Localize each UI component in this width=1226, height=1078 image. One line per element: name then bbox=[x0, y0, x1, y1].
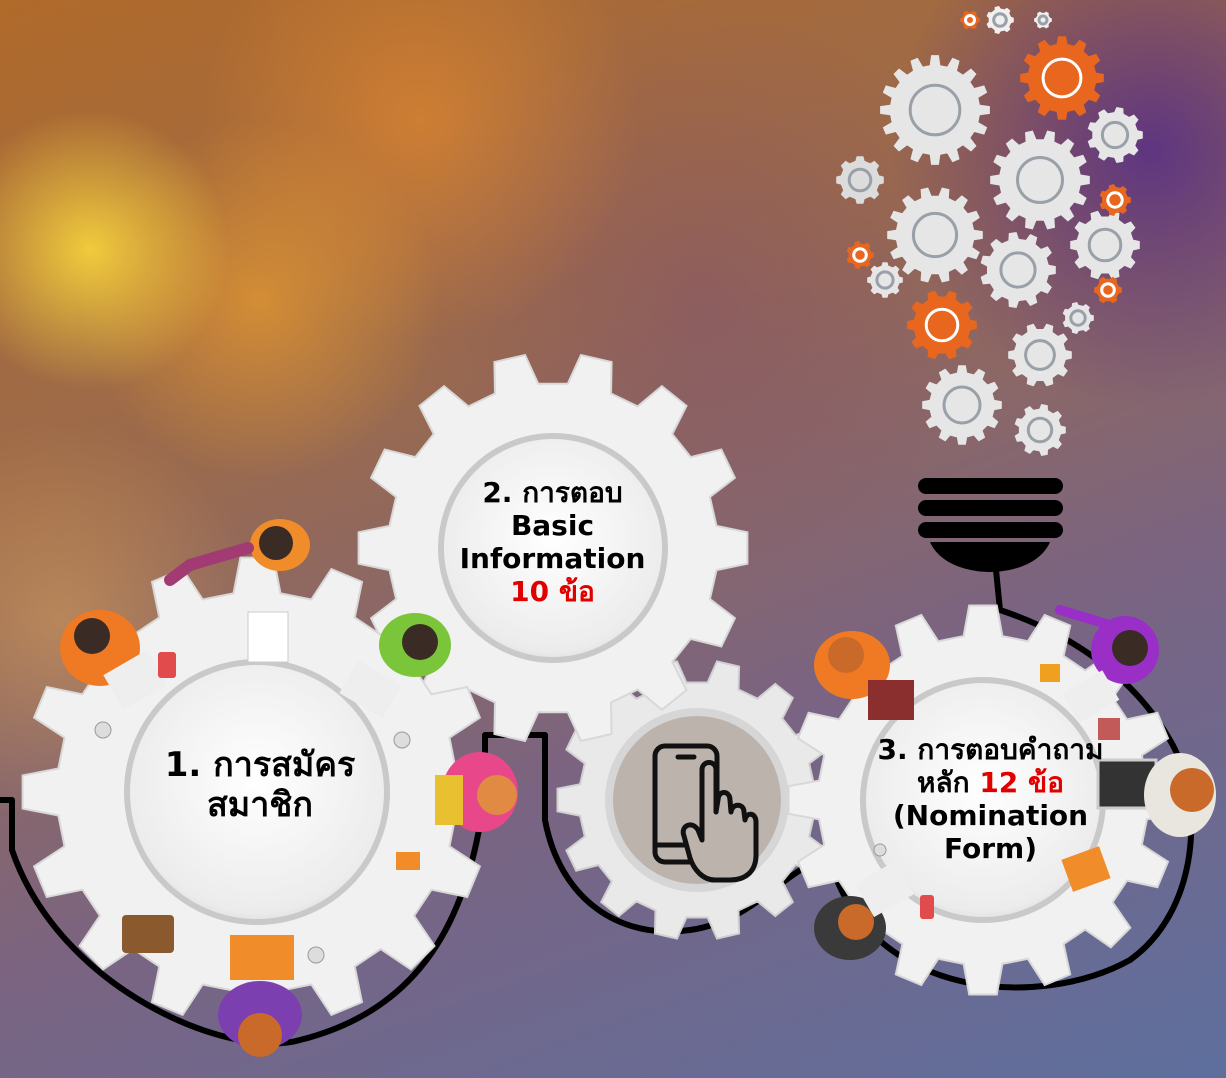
people-around-gear-3 bbox=[814, 605, 1216, 960]
step-2-number: 2. bbox=[482, 476, 513, 509]
bulb-gear bbox=[986, 6, 1014, 34]
bulb-gear-hub bbox=[1106, 191, 1124, 209]
step-2-title-line2: Basic bbox=[510, 509, 595, 543]
bulb-gear bbox=[887, 187, 983, 283]
bulb-gear bbox=[922, 365, 1002, 445]
bulb-gear-hub bbox=[924, 307, 960, 343]
bulb-gear-hub bbox=[1087, 227, 1123, 263]
step-2-label: 2. การตอบ Basic Information 10 ข้อ bbox=[445, 476, 660, 608]
step-1-title-line2: สมาชิก bbox=[207, 785, 313, 826]
bulb-gear-hub bbox=[911, 211, 959, 259]
bulb-gear bbox=[1070, 210, 1140, 280]
smartphone-tap-icon bbox=[652, 743, 759, 883]
lightbulb-gears-icon bbox=[836, 6, 1143, 572]
bulb-gear-hub bbox=[1041, 57, 1083, 99]
bulb-gear bbox=[990, 130, 1090, 230]
gear-2-hub bbox=[438, 433, 668, 663]
bulb-gear-hub bbox=[1069, 309, 1087, 327]
bulb-gear bbox=[907, 290, 977, 360]
bulb-gear bbox=[1099, 184, 1131, 216]
bulb-gear bbox=[1062, 302, 1094, 334]
step-3-label: 3. การตอบคำถาม หลัก 12 ข้อ (Nomination F… bbox=[858, 733, 1123, 865]
bulb-gear-hub bbox=[992, 12, 1008, 28]
bulb-gear bbox=[1020, 36, 1104, 120]
bulb-gear bbox=[867, 262, 903, 298]
bulb-gear bbox=[1094, 276, 1122, 304]
step-2-title-line3: Information bbox=[459, 542, 646, 576]
bulb-gear-hub bbox=[1026, 416, 1054, 444]
bulb-gear bbox=[1014, 404, 1066, 456]
step-2-title-line1: การตอบ bbox=[522, 476, 623, 509]
step-3-highlight: 12 ข้อ bbox=[979, 766, 1064, 800]
bulb-gear bbox=[1034, 11, 1052, 29]
bulb-gear-hub bbox=[964, 14, 976, 26]
bulb-gear-hub bbox=[908, 83, 962, 137]
bulb-gear bbox=[1087, 107, 1143, 163]
step-1-number: 1. bbox=[164, 745, 202, 785]
step-3-title-line1: การตอบคำถาม bbox=[917, 733, 1104, 766]
step-3-title-line4: Form) bbox=[943, 832, 1037, 866]
step-2-highlight: 10 ข้อ bbox=[510, 575, 595, 609]
bulb-gear-hub bbox=[1024, 339, 1056, 371]
step-3-number: 3. bbox=[877, 733, 908, 766]
bulb-gear-hub bbox=[847, 167, 873, 193]
bulb-gear bbox=[880, 55, 990, 165]
bulb-gear-hub bbox=[1100, 282, 1116, 298]
bulb-gear-hub bbox=[875, 270, 895, 290]
bulb-gear-hub bbox=[1037, 14, 1049, 26]
step-1-title-line1: การสมัคร bbox=[213, 745, 356, 785]
bulb-gear-hub bbox=[942, 385, 982, 425]
step-1-label: 1. การสมัคร สมาชิก bbox=[150, 745, 370, 825]
bulb-gear-hub bbox=[1016, 156, 1064, 204]
bulb-gear-hub bbox=[999, 251, 1037, 289]
bulb-gear-hub bbox=[852, 247, 868, 263]
people-around-gear-1 bbox=[60, 519, 518, 1057]
step-3-title-line3: (Nomination bbox=[892, 799, 1089, 833]
bulb-gear bbox=[836, 156, 884, 204]
bulb-gear bbox=[1008, 323, 1072, 387]
bulb-gear bbox=[846, 241, 874, 269]
step-3-title-line2-prefix: หลัก bbox=[917, 766, 970, 800]
bulb-gear bbox=[980, 232, 1056, 308]
bulb-gear bbox=[960, 10, 980, 30]
bulb-gear-hub bbox=[1100, 120, 1130, 150]
